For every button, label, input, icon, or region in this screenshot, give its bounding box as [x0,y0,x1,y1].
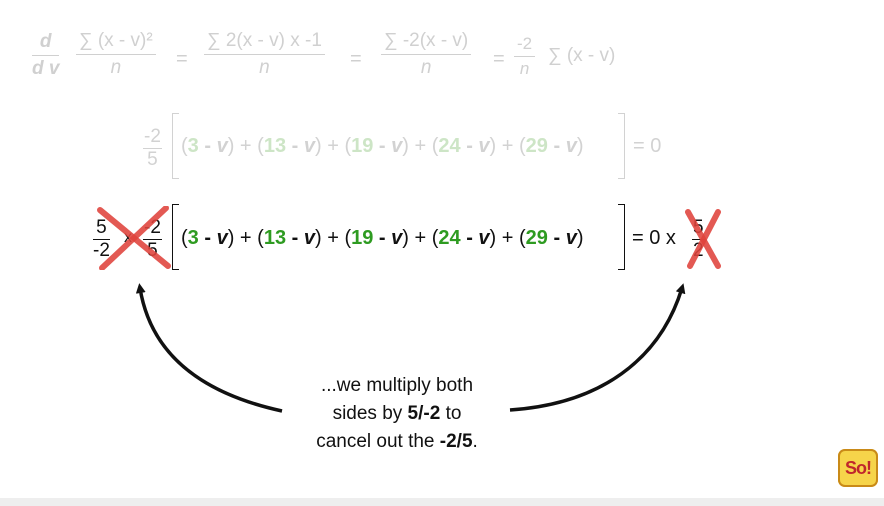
caption-line-1: ...we multiply both [320,375,474,396]
fraction-numerator: ∑ 2(x - v) x -1 [204,30,325,55]
term: + (13 - v) [234,227,322,249]
left-bracket [172,204,179,270]
logo-text: So! [845,457,872,478]
fraction-sum-squared: ∑ (x - v)² n [76,30,156,79]
arrow-to-right-fraction [509,283,686,412]
caption-line-3: cancel out the -2/5. [316,431,478,452]
terms-main: (3 - v) + (13 - v) + (19 - v) + (24 - v)… [181,227,584,250]
fraction-numerator: ∑ (x - v)² [76,30,156,55]
derivative-operator: d d v [32,31,60,80]
term: + (29 - v) [496,135,584,157]
rhs-main: = 0 x [632,227,676,249]
fraction-sum-neg2: ∑ -2(x - v) n [381,30,472,79]
terms-faded: (3 - v) + (13 - v) + (19 - v) + (24 - v)… [181,135,584,158]
fraction-denominator: n [420,57,432,78]
d-numerator: d [32,31,60,56]
equals-sign: = [350,48,362,70]
fraction-numerator: -2 [143,126,162,149]
d-denominator: d v [32,58,60,79]
caption-line-2: sides by 5/-2 to [332,403,462,424]
channel-logo: So! [838,449,878,487]
left-bracket-faded [172,113,179,179]
cross-out-mark-right [685,209,721,269]
fraction-denominator: -2 [93,240,110,261]
term: + (13 - v) [234,135,322,157]
term: + (19 - v) [321,135,409,157]
term: + (24 - v) [408,135,497,157]
fraction-denominator: n [519,59,530,78]
term: + (19 - v) [321,227,409,249]
fraction-numerator: -2 [514,34,536,57]
term: (3 - v) [181,227,235,249]
rhs-faded: = 0 [633,135,662,157]
sum-tail: ∑ (x - v) [548,45,616,66]
times-sign: x [124,229,132,246]
fraction-neg2-over-n: -2 n [514,34,536,79]
explanation-caption: ...we multiply both sides by 5/-2 to can… [286,372,508,456]
fraction-denominator: 5 [147,149,158,170]
arrow-to-left-fraction [135,283,283,413]
fraction-numerator: ∑ -2(x - v) [381,30,472,55]
fraction-5-over-neg2: 5 -2 [93,218,110,261]
term: + (29 - v) [496,227,584,249]
right-bracket [618,204,625,270]
fraction-numerator: 5 [93,218,110,240]
equals-sign: = [493,48,505,70]
fraction-denominator: n [259,57,270,78]
bottom-bar [0,498,884,506]
coefficient-neg2-over-5-faded: -2 5 [143,127,162,170]
equals-sign: = [176,48,188,70]
term: + (24 - v) [408,227,497,249]
right-bracket-faded [618,113,625,179]
cross-out-mark-left [97,206,171,270]
fraction-denominator: n [110,57,122,78]
term: (3 - v) [181,135,235,157]
fraction-sum-2x: ∑ 2(x - v) x -1 n [204,30,325,79]
